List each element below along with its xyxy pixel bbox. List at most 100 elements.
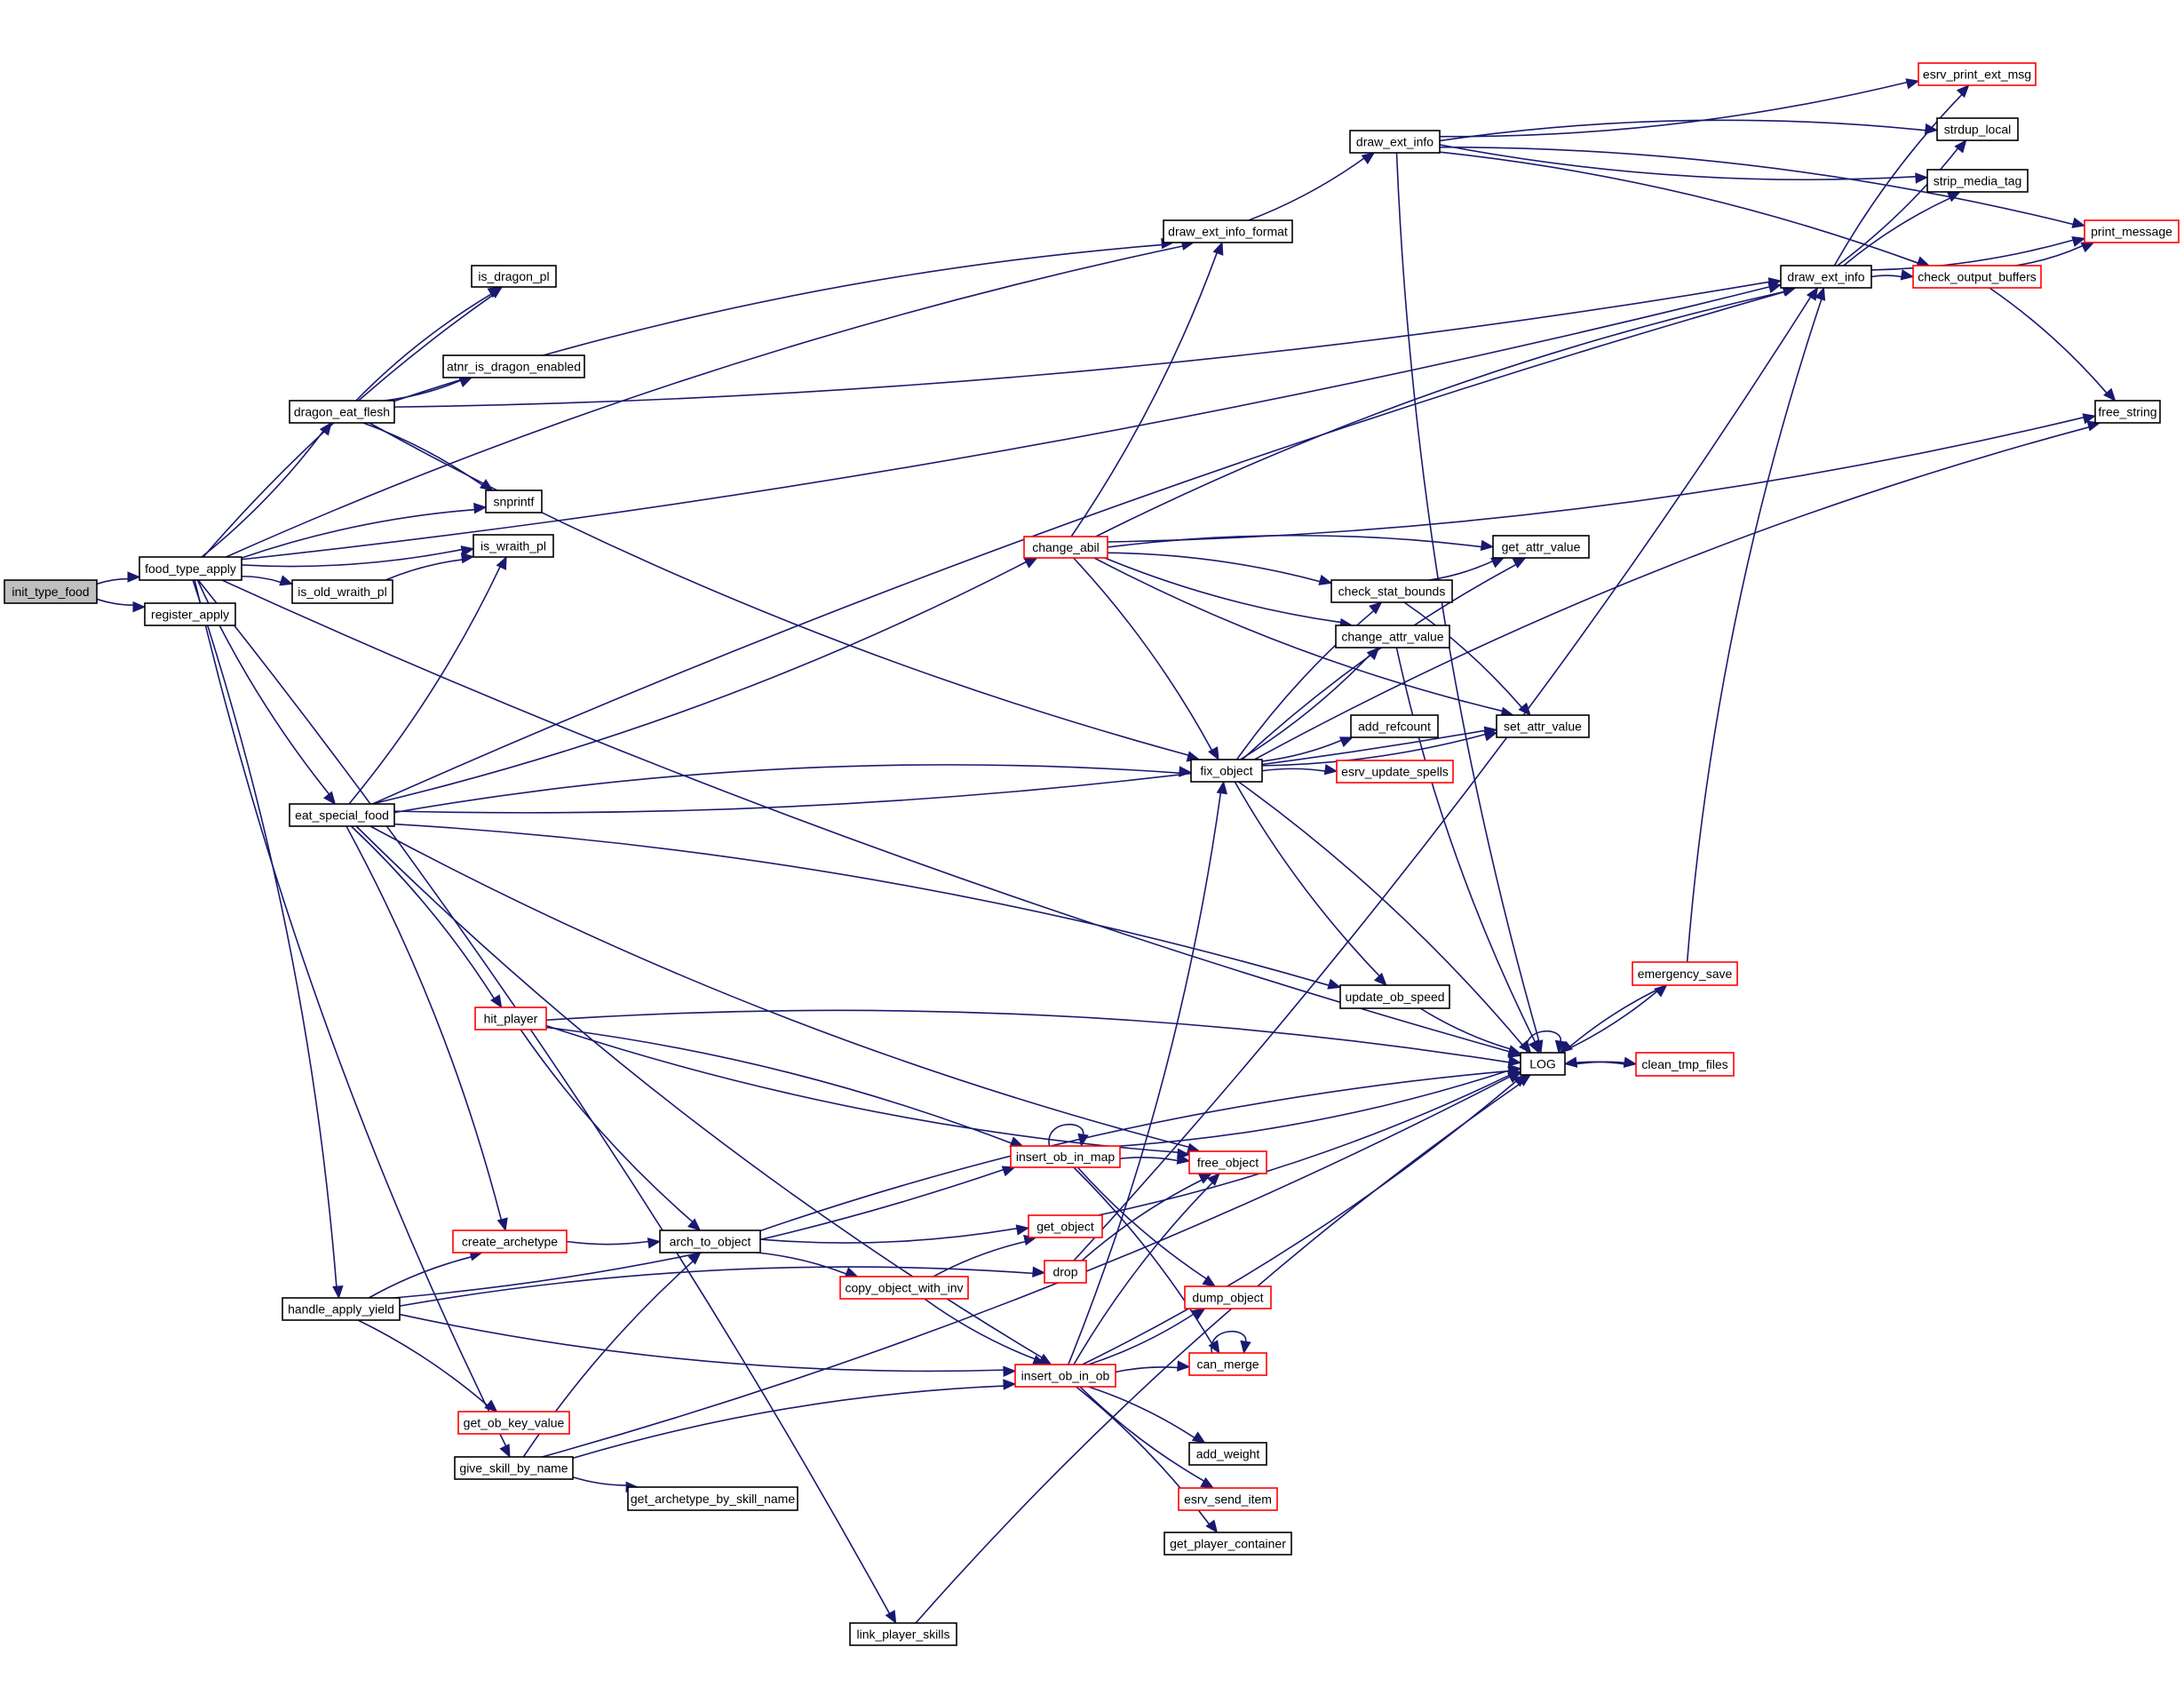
node-get-archetype-by-skill-name[interactable]: get_archetype_by_skill_name [627, 1486, 798, 1511]
node-set-attr-value[interactable]: set_attr_value [1496, 714, 1590, 738]
node-check-output-buffers[interactable]: check_output_buffers [1912, 265, 2042, 289]
node-add-refcount[interactable]: add_refcount [1350, 714, 1439, 738]
node-box[interactable] [457, 1411, 570, 1435]
node-strip-media-tag[interactable]: strip_media_tag [1926, 169, 2029, 193]
node-change-abil[interactable]: change_abil [1023, 536, 1108, 559]
node-box[interactable] [1163, 219, 1293, 243]
node-box[interactable] [2084, 219, 2180, 243]
node-draw-ext-info-1[interactable]: draw_ext_info [1349, 130, 1441, 154]
node-box[interactable] [291, 579, 393, 604]
node-emergency-save[interactable]: emergency_save [1632, 961, 1738, 986]
node-esrv-print-ext-msg[interactable]: esrv_print_ext_msg [1918, 62, 2037, 86]
node-box[interactable] [474, 1007, 547, 1031]
node-box[interactable] [1632, 961, 1738, 986]
node-box[interactable] [659, 1229, 761, 1253]
node-eat-special-food[interactable]: eat_special_food [289, 803, 395, 827]
node-insert-ob-in-ob[interactable]: insert_ob_in_ob [1014, 1364, 1116, 1388]
node-box[interactable] [1163, 1532, 1292, 1556]
node-box[interactable] [471, 265, 557, 288]
node-food-type-apply[interactable]: food_type_apply [139, 556, 242, 581]
node-box[interactable] [1028, 1214, 1103, 1238]
node-snprintf[interactable]: snprintf [485, 489, 543, 513]
node-copy-object-with-inv[interactable]: copy_object_with_inv [839, 1276, 969, 1300]
node-can-merge[interactable]: can_merge [1188, 1352, 1267, 1376]
node-box[interactable] [849, 1622, 957, 1646]
node-draw-ext-info-format[interactable]: draw_ext_info_format [1163, 219, 1293, 243]
node-give-skill-by-name[interactable]: give_skill_by_name [454, 1456, 574, 1480]
node-register-apply[interactable]: register_apply [144, 602, 236, 626]
node-box[interactable] [289, 803, 395, 827]
node-box[interactable] [289, 400, 395, 424]
node-box[interactable] [1780, 265, 1872, 289]
node-box[interactable] [1496, 714, 1590, 738]
node-free-object[interactable]: free_object [1188, 1150, 1267, 1174]
node-box[interactable] [1184, 1285, 1272, 1309]
node-box[interactable] [1635, 1052, 1735, 1077]
node-box[interactable] [282, 1297, 401, 1321]
node-fix-object[interactable]: fix_object [1190, 759, 1263, 783]
node-box[interactable] [442, 354, 585, 378]
node-dump-object[interactable]: dump_object [1184, 1285, 1272, 1309]
node-is-wraith-pl[interactable]: is_wraith_pl [473, 534, 554, 558]
node-change-attr-value[interactable]: change_attr_value [1335, 625, 1450, 649]
node-box[interactable] [1339, 984, 1450, 1009]
node-handle-apply-yield[interactable]: handle_apply_yield [282, 1297, 401, 1321]
node-box[interactable] [452, 1229, 568, 1253]
node-box[interactable] [473, 534, 554, 558]
node-is-dragon-pl[interactable]: is_dragon_pl [471, 265, 557, 288]
node-box[interactable] [1188, 1352, 1267, 1376]
node-box[interactable] [1336, 760, 1454, 784]
node-box[interactable] [1044, 1260, 1087, 1284]
node-box[interactable] [1330, 579, 1453, 603]
node-box[interactable] [1178, 1487, 1278, 1511]
node-box[interactable] [144, 602, 236, 626]
node-box[interactable] [627, 1486, 798, 1511]
node-box[interactable] [1926, 169, 2029, 193]
node-esrv-update-spells[interactable]: esrv_update_spells [1336, 760, 1454, 784]
node-box[interactable] [1190, 759, 1263, 783]
node-get-ob-key-value[interactable]: get_ob_key_value [457, 1411, 570, 1435]
node-box[interactable] [1010, 1145, 1121, 1168]
node-box[interactable] [1349, 130, 1441, 154]
node-dragon-eat-flesh[interactable]: dragon_eat_flesh [289, 400, 395, 424]
node-box[interactable] [1014, 1364, 1116, 1388]
node-is-old-wraith-pl[interactable]: is_old_wraith_pl [291, 579, 393, 604]
node-insert-ob-in-map[interactable]: insert_ob_in_map [1010, 1145, 1121, 1168]
node-box[interactable] [1188, 1442, 1267, 1466]
node-box[interactable] [2094, 400, 2161, 424]
node-clean-tmp-files[interactable]: clean_tmp_files [1635, 1052, 1735, 1077]
node-update-ob-speed[interactable]: update_ob_speed [1339, 984, 1450, 1009]
node-arch-to-object[interactable]: arch_to_object [659, 1229, 761, 1253]
node-box[interactable] [454, 1456, 574, 1480]
node-box[interactable] [839, 1276, 969, 1300]
node-box[interactable] [1520, 1052, 1566, 1076]
node-box[interactable] [1492, 535, 1590, 559]
node-link-player-skills[interactable]: link_player_skills [849, 1622, 957, 1646]
node-create-archetype[interactable]: create_archetype [452, 1229, 568, 1253]
node-get-attr-value[interactable]: get_attr_value [1492, 535, 1590, 559]
node-strdup-local[interactable]: strdup_local [1936, 117, 2019, 141]
node-box[interactable] [1912, 265, 2042, 289]
node-box[interactable] [1023, 536, 1108, 559]
node-box[interactable] [1918, 62, 2037, 86]
node-box[interactable] [4, 579, 98, 604]
node-get-player-container[interactable]: get_player_container [1163, 1532, 1292, 1556]
node-hit-player[interactable]: hit_player [474, 1007, 547, 1031]
node-add-weight[interactable]: add_weight [1188, 1442, 1267, 1466]
node-LOG[interactable]: LOG [1520, 1052, 1566, 1076]
node-drop[interactable]: drop [1044, 1260, 1087, 1284]
node-box[interactable] [1350, 714, 1439, 738]
node-draw-ext-info-2[interactable]: draw_ext_info [1780, 265, 1872, 289]
node-atnr-is-dragon-enabled[interactable]: atnr_is_dragon_enabled [442, 354, 585, 378]
node-box[interactable] [1335, 625, 1450, 649]
node-print-message[interactable]: print_message [2084, 219, 2180, 243]
node-box[interactable] [1188, 1150, 1267, 1174]
node-box[interactable] [1936, 117, 2019, 141]
node-esrv-send-item[interactable]: esrv_send_item [1178, 1487, 1278, 1511]
node-init-type-food[interactable]: init_type_food [4, 579, 98, 604]
node-check-stat-bounds[interactable]: check_stat_bounds [1330, 579, 1453, 603]
node-get-object[interactable]: get_object [1028, 1214, 1103, 1238]
node-free-string[interactable]: free_string [2094, 400, 2161, 424]
node-box[interactable] [485, 489, 543, 513]
node-box[interactable] [139, 556, 242, 581]
